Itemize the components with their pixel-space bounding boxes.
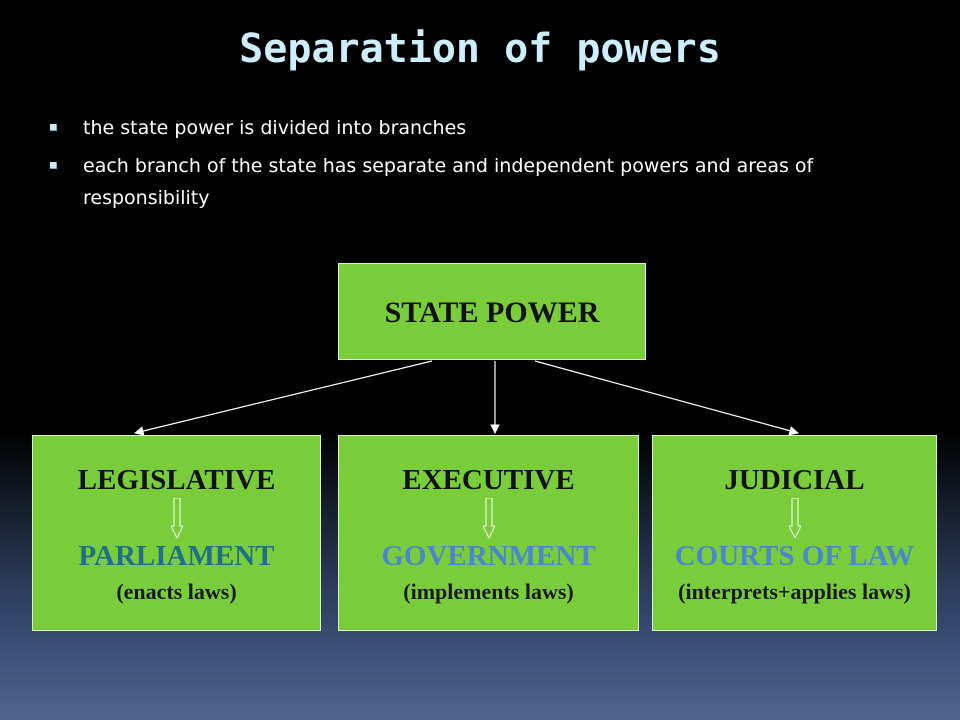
bullet-text: the state power is divided into branches [83,117,467,139]
judicial-box: JUDICIAL COURTS OF LAW (interprets+appli… [652,435,937,631]
bullet-item: the state power is divided into branches [48,112,928,144]
square-bullet-icon [50,162,57,169]
parliament-label: PARLIAMENT [78,540,275,572]
government-label: GOVERNMENT [381,540,596,572]
executive-label: EXECUTIVE [402,464,575,496]
executive-role: (implements laws) [403,579,574,604]
legislative-role: (enacts laws) [116,579,237,604]
down-arrow-icon [482,498,495,538]
connector-to-judicial [534,360,799,436]
down-arrow-icon [170,498,183,538]
state-power-label: STATE POWER [384,296,600,329]
courts-of-law-label: COURTS OF LAW [674,540,915,572]
judicial-label: JUDICIAL [724,464,865,496]
down-arrow-icon [788,498,801,538]
connector-to-legislative [134,360,433,436]
state-power-box: STATE POWER [338,263,646,360]
judicial-role: (interprets+applies laws) [678,579,911,604]
bullet-list: the state power is divided into branches… [48,112,928,220]
executive-box: EXECUTIVE GOVERNMENT (implements laws) [338,435,639,631]
legislative-box: LEGISLATIVE PARLIAMENT (enacts laws) [32,435,321,631]
square-bullet-icon [50,124,57,131]
bullet-item: each branch of the state has separate an… [48,150,928,214]
slide-title: Separation of powers [239,26,721,72]
legislative-label: LEGISLATIVE [77,464,276,496]
bullet-text: each branch of the state has separate an… [83,155,814,209]
